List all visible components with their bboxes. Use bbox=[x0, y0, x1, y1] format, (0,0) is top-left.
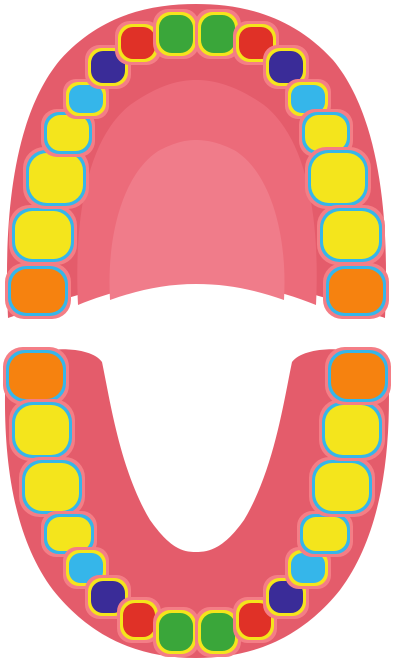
tooth-crown bbox=[47, 115, 89, 151]
tooth-crown bbox=[303, 517, 347, 551]
tooth-crown bbox=[11, 269, 65, 313]
tooth-crown bbox=[291, 553, 325, 583]
upper-tooth-right-central-incisor[interactable] bbox=[153, 9, 199, 59]
tooth-crown bbox=[201, 15, 235, 53]
lower-tooth-right-second-molar[interactable] bbox=[9, 399, 75, 461]
tooth-crown bbox=[15, 405, 69, 455]
tooth-crown bbox=[323, 211, 379, 259]
lower-tooth-left-first-molar[interactable] bbox=[309, 457, 375, 517]
tooth-crown bbox=[325, 405, 379, 455]
upper-tooth-left-second-molar[interactable] bbox=[317, 205, 385, 265]
lower-tooth-right-first-molar[interactable] bbox=[19, 457, 85, 517]
tooth-crown bbox=[15, 211, 71, 259]
tooth-crown bbox=[25, 463, 79, 511]
tooth-crown bbox=[311, 153, 365, 203]
lower-tooth-left-second-premolar[interactable] bbox=[297, 511, 353, 557]
upper-tooth-left-first-molar[interactable] bbox=[305, 147, 371, 209]
tooth-crown bbox=[305, 115, 347, 151]
tooth-crown bbox=[331, 353, 385, 399]
tooth-crown bbox=[123, 603, 155, 637]
tooth-crown bbox=[291, 85, 325, 113]
tooth-crown bbox=[269, 51, 303, 83]
tooth-crown bbox=[159, 15, 193, 53]
lower-tooth-right-third-molar[interactable] bbox=[3, 347, 69, 405]
lower-tooth-right-central-incisor[interactable] bbox=[153, 607, 199, 657]
upper-tooth-left-third-molar[interactable] bbox=[323, 263, 389, 319]
tooth-crown bbox=[121, 27, 155, 59]
lower-tooth-left-third-molar[interactable] bbox=[325, 347, 391, 405]
tooth-crown bbox=[69, 85, 103, 113]
tooth-crown bbox=[9, 353, 63, 399]
tooth-crown bbox=[329, 269, 383, 313]
tooth-crown bbox=[201, 613, 235, 651]
tooth-crown bbox=[315, 463, 369, 511]
upper-tooth-right-second-molar[interactable] bbox=[9, 205, 77, 265]
lower-tooth-left-second-molar[interactable] bbox=[319, 399, 385, 461]
tooth-crown bbox=[47, 517, 91, 551]
upper-tooth-right-third-molar[interactable] bbox=[5, 263, 71, 319]
tooth-crown bbox=[159, 613, 193, 651]
tooth-crown bbox=[29, 153, 83, 203]
